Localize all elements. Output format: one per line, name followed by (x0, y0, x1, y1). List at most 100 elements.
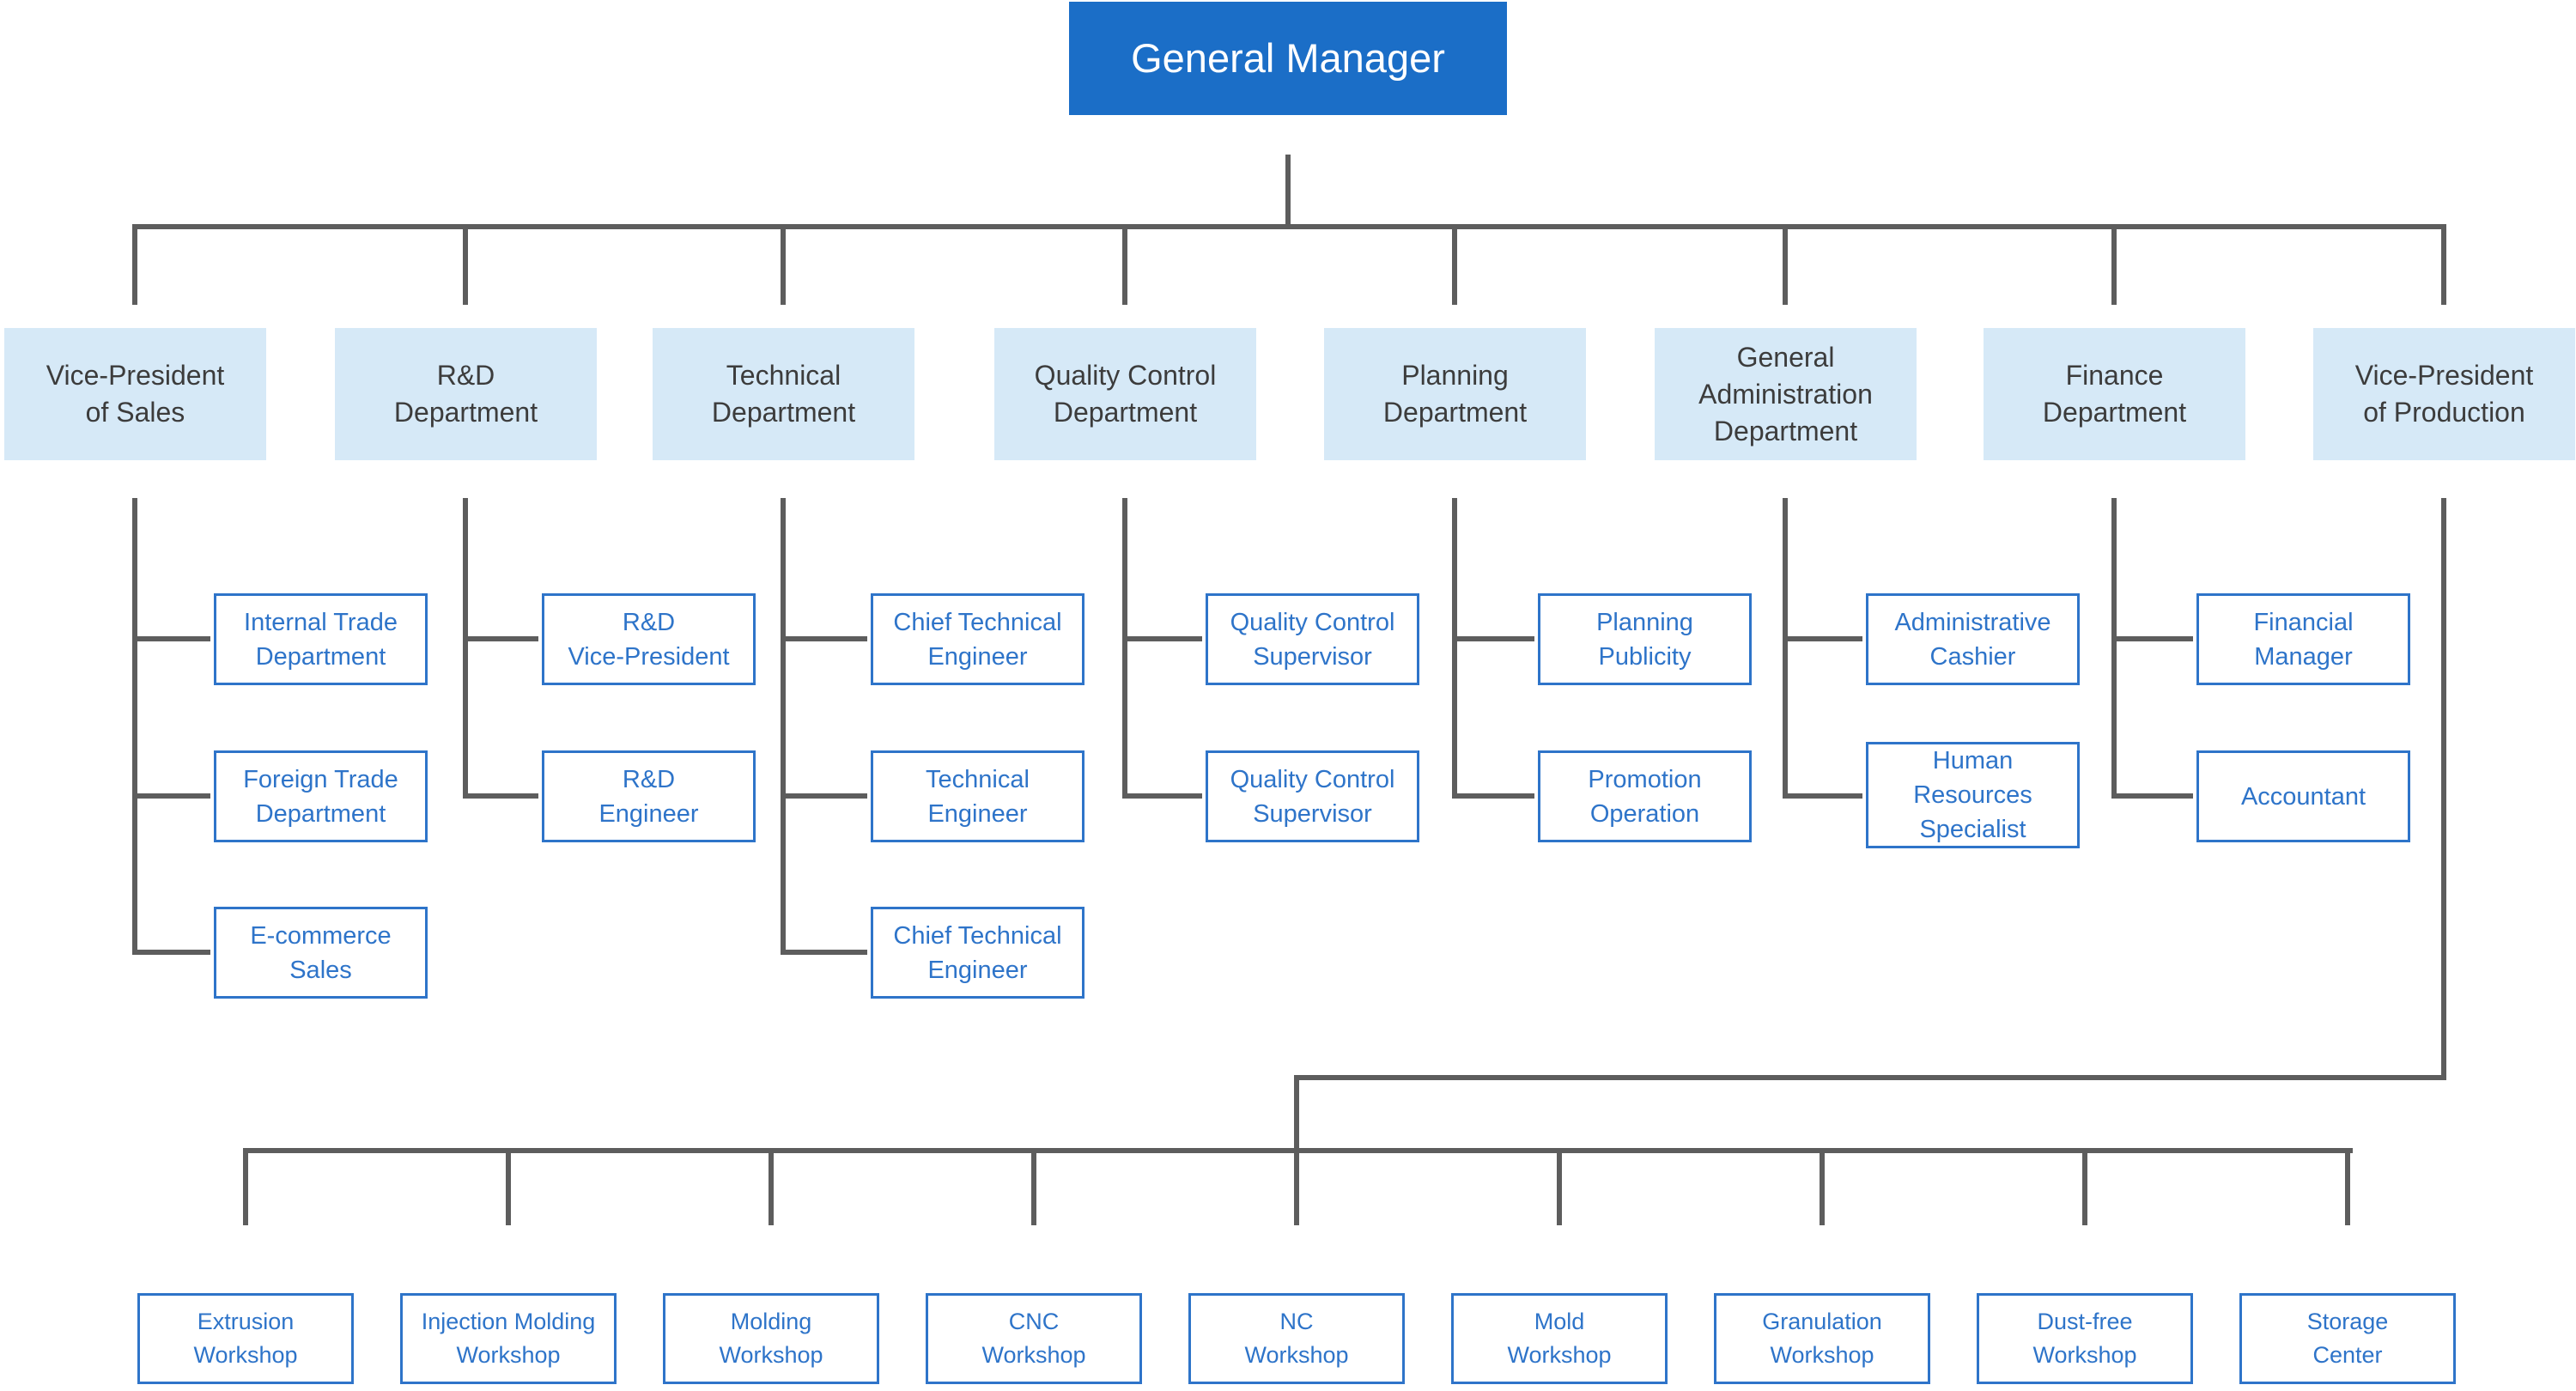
connector-line (243, 1153, 248, 1225)
connector-line (1783, 229, 1788, 305)
connector-line (1285, 155, 1291, 229)
node-label: R&D Department (393, 360, 538, 428)
connector-line (781, 498, 786, 955)
node-vice-president-of-sales: Vice-President of Sales (4, 328, 266, 460)
connector-line (1452, 498, 1457, 799)
node-label: Chief Technical Engineer (893, 608, 1062, 671)
node-label: E-commerce Sales (250, 921, 392, 984)
node-chief-technical-engineer-1: Chief Technical Engineer (871, 593, 1084, 685)
connector-line (463, 229, 468, 305)
node-injection-molding-workshop: Injection Molding Workshop (400, 1293, 617, 1384)
node-label: Extrusion Workshop (193, 1309, 298, 1368)
node-foreign-trade-department: Foreign Trade Department (214, 750, 428, 842)
connector-line (2441, 229, 2446, 305)
node-vice-president-of-production: Vice-President of Production (2313, 328, 2575, 460)
node-technical-department: Technical Department (653, 328, 914, 460)
connector-line (781, 636, 867, 641)
node-quality-control-supervisor-2: Quality Control Supervisor (1206, 750, 1419, 842)
node-label: R&D Engineer (598, 765, 699, 828)
node-label: Granulation Workshop (1762, 1309, 1882, 1368)
node-label: Financial Manager (2253, 608, 2354, 671)
node-e-commerce-sales: E-commerce Sales (214, 907, 428, 999)
node-financial-manager: Financial Manager (2196, 593, 2410, 685)
connector-line (2345, 1153, 2350, 1225)
node-dust-free-workshop: Dust-free Workshop (1977, 1293, 2193, 1384)
node-quality-control-department: Quality Control Department (994, 328, 1256, 460)
connector-line (1031, 1153, 1036, 1225)
node-chief-technical-engineer-2: Chief Technical Engineer (871, 907, 1084, 999)
connector-line (769, 1153, 774, 1225)
node-label: General Administration Department (1698, 341, 1873, 446)
node-planning-publicity: Planning Publicity (1538, 593, 1752, 685)
connector-line (781, 793, 867, 799)
connector-line (243, 1148, 2353, 1153)
node-rd-engineer: R&D Engineer (542, 750, 756, 842)
connector-line (1294, 1075, 2446, 1080)
node-molding-workshop: Molding Workshop (663, 1293, 879, 1384)
node-label: Injection Molding Workshop (421, 1309, 596, 1368)
connector-line (132, 793, 210, 799)
connector-line (1122, 229, 1127, 305)
connector-line (1783, 636, 1862, 641)
node-label: Planning Department (1382, 360, 1528, 428)
node-label: NC Workshop (1244, 1309, 1349, 1368)
connector-line (2111, 229, 2117, 305)
connector-line (2441, 498, 2446, 1080)
node-cnc-workshop: CNC Workshop (926, 1293, 1142, 1384)
node-label: Administrative Cashier (1894, 608, 2051, 671)
node-granulation-workshop: Granulation Workshop (1714, 1293, 1930, 1384)
node-label: Technical Engineer (926, 765, 1030, 828)
node-label: Accountant (2240, 782, 2366, 811)
node-general-manager: General Manager (1069, 2, 1507, 115)
connector-line (506, 1153, 511, 1225)
node-technical-engineer: Technical Engineer (871, 750, 1084, 842)
node-quality-control-supervisor-1: Quality Control Supervisor (1206, 593, 1419, 685)
node-extrusion-workshop: Extrusion Workshop (137, 1293, 354, 1384)
connector-line (781, 950, 867, 955)
connector-line (1452, 636, 1534, 641)
connector-line (2111, 793, 2193, 799)
node-administrative-cashier: Administrative Cashier (1866, 593, 2080, 685)
connector-line (1294, 1153, 1299, 1225)
node-label: Human Resources Specialist (1913, 747, 2032, 843)
node-label: Quality Control Department (1034, 360, 1217, 428)
node-label: Mold Workshop (1507, 1309, 1612, 1368)
node-label: R&D Vice-President (568, 608, 730, 671)
node-label: General Manager (1131, 35, 1445, 81)
connector-line (1783, 793, 1862, 799)
node-label: Vice-President of Production (2354, 360, 2534, 428)
connector-line (132, 229, 137, 305)
node-label: Planning Publicity (1596, 608, 1693, 671)
connector-line (463, 636, 538, 641)
connector-line (1122, 498, 1127, 799)
connector-line (1783, 498, 1788, 799)
connector-line (781, 229, 786, 305)
connector-line (132, 950, 210, 955)
node-label: Chief Technical Engineer (893, 921, 1062, 984)
node-human-resources-specialist: Human Resources Specialist (1866, 742, 2080, 848)
connector-line (132, 224, 2446, 229)
connector-line (1294, 1080, 1299, 1153)
connector-line (463, 498, 468, 799)
node-accountant: Accountant (2196, 750, 2410, 842)
node-label: Quality Control Supervisor (1230, 765, 1395, 828)
connector-line (2111, 636, 2193, 641)
node-internal-trade-department: Internal Trade Department (214, 593, 428, 685)
node-general-administration-department: General Administration Department (1655, 328, 1917, 460)
connector-line (132, 636, 210, 641)
node-label: Finance Department (2042, 360, 2187, 428)
node-label: CNC Workshop (981, 1309, 1086, 1368)
node-mold-workshop: Mold Workshop (1451, 1293, 1668, 1384)
connector-line (1452, 229, 1457, 305)
node-label: Internal Trade Department (244, 608, 398, 671)
node-finance-department: Finance Department (1984, 328, 2245, 460)
connector-line (1122, 636, 1202, 641)
connector-line (1820, 1153, 1825, 1225)
node-promotion-operation: Promotion Operation (1538, 750, 1752, 842)
node-planning-department: Planning Department (1324, 328, 1586, 460)
node-label: Vice-President of Sales (46, 360, 225, 428)
node-label: Technical Department (711, 360, 856, 428)
connector-line (132, 498, 137, 955)
node-label: Promotion Operation (1588, 765, 1702, 828)
